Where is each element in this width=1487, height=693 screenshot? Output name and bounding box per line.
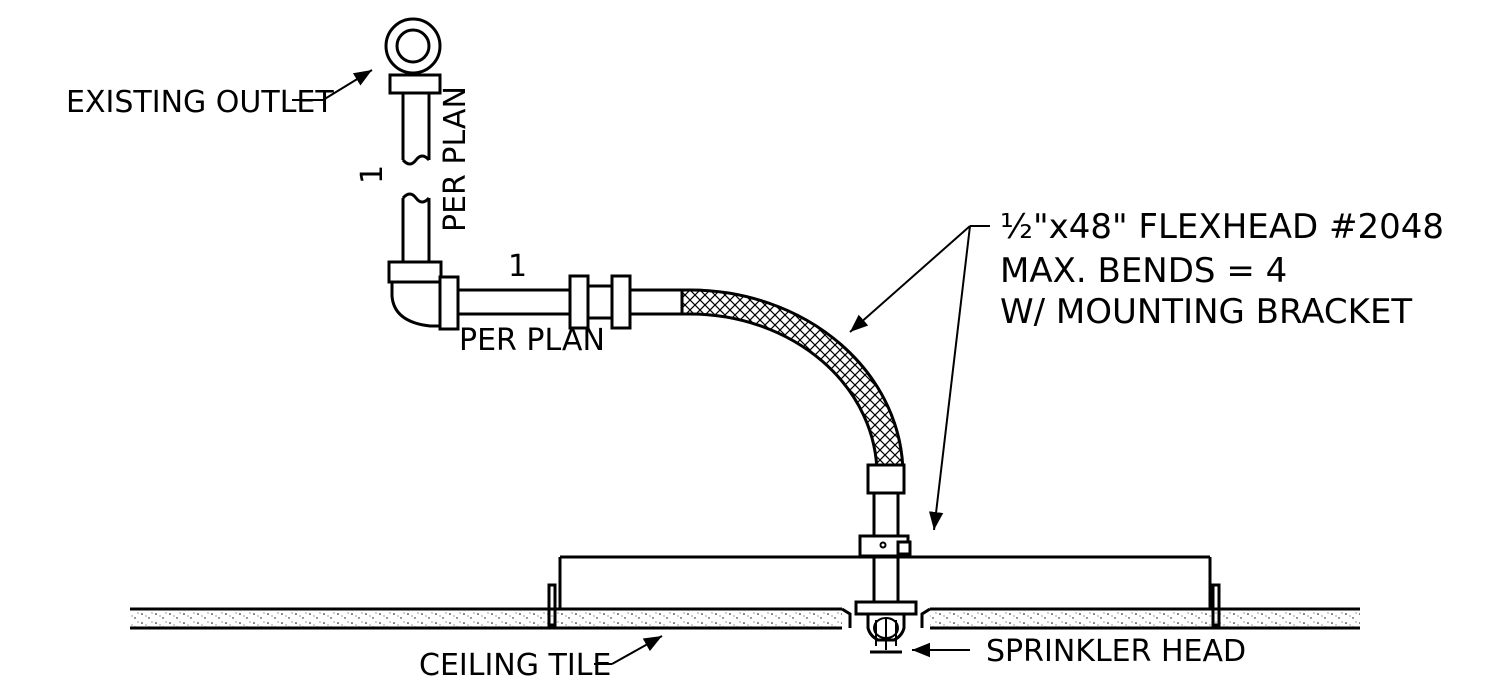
leader-existing-outlet [292,69,373,101]
ceiling-tile-label: CEILING TILE [419,648,611,683]
drop-nipple [866,463,906,540]
lower-pipe-segment [401,192,431,262]
mounting-bracket [858,534,912,605]
per-plan-vertical-label: PER PLAN [438,86,473,232]
ceiling-tile [130,607,1360,630]
horizontal-pipe [458,274,682,330]
dimension-horizontal-label: 1 [508,249,527,284]
dimension-vertical-label: 1 [355,165,390,184]
existing-outlet-fitting [384,17,442,95]
flexhead-label-line1: ½"x48" FLEXHEAD #2048 [1000,207,1444,247]
flexhead-label-line3: W/ MOUNTING BRACKET [1000,292,1412,332]
per-plan-horizontal-label: PER PLAN [459,323,605,358]
elbow-fitting [387,260,460,331]
leader-ceiling-tile [594,635,663,665]
sprinkler-head-graphic [854,600,918,654]
flexhead-label-line2: MAX. BENDS = 4 [1000,251,1287,291]
upper-pipe-segment [401,93,431,166]
existing-outlet-label: EXISTING OUTLET [66,85,334,120]
sprinkler-head-label: SPRINKLER HEAD [986,634,1246,669]
flexible-hose [680,288,905,477]
leader-flexhead [849,225,990,531]
